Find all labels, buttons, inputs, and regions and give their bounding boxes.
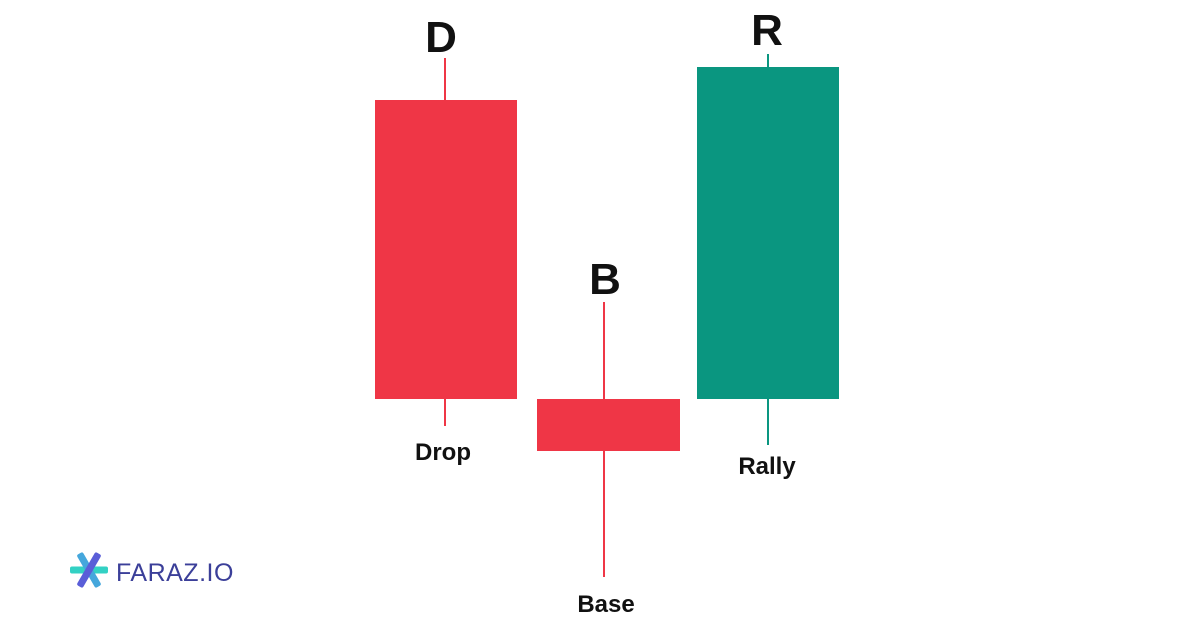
- rally-candle: R Rally: [697, 6, 839, 480]
- drop-letter: D: [425, 13, 457, 62]
- base-candle: B Base: [537, 255, 680, 618]
- drop-caption: Drop: [415, 439, 471, 466]
- base-caption: Base: [577, 591, 634, 618]
- brand-logo: FARAZ.IO: [70, 552, 234, 588]
- brand-name: FARAZ.IO: [116, 559, 234, 587]
- rally-caption: Rally: [738, 453, 796, 480]
- rally-candle-body: [697, 67, 839, 399]
- rally-letter: R: [751, 6, 783, 55]
- base-letter: B: [589, 255, 621, 304]
- drop-candle-body: [375, 100, 517, 399]
- base-candle-body: [537, 399, 680, 451]
- asterisk-icon: [70, 552, 108, 588]
- drop-candle: D Drop: [375, 13, 517, 466]
